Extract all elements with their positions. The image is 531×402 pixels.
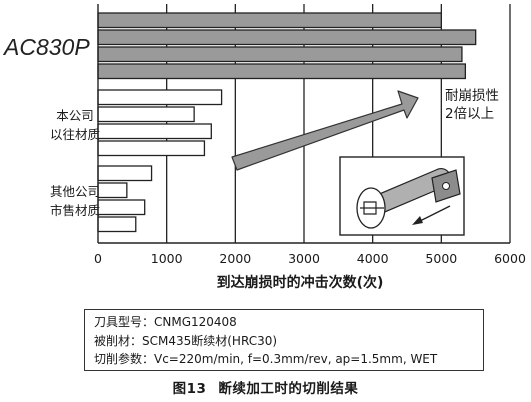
group-label: 其他公司	[50, 184, 100, 199]
bar	[97, 106, 195, 123]
figure-title: 断续加工时的切削结果	[218, 381, 359, 397]
figure-caption: 图13 断续加工时的切削结果	[0, 377, 531, 397]
group-label-ac830p: AC830P	[2, 34, 90, 60]
x-tick-label: 3000	[288, 251, 320, 266]
bar	[97, 140, 206, 157]
x-tick-label: 5000	[425, 251, 457, 266]
bar	[97, 29, 477, 46]
group-label: 本公司	[56, 108, 94, 123]
test-conditions-box: 刀具型号：CNMG120408 被削材：SCM435断续材(HRC30) 切削参…	[84, 309, 484, 371]
x-tick-label: 4000	[357, 251, 389, 266]
x-tick-label: 2000	[219, 251, 251, 266]
bar	[97, 165, 153, 182]
bar	[97, 46, 463, 63]
annotation-text: 2倍以上	[445, 106, 494, 122]
figure-number: 图13	[172, 381, 207, 397]
bar	[97, 199, 146, 216]
x-tick-label: 0	[94, 251, 102, 266]
feed-arrow-head-icon	[412, 216, 423, 225]
x-axis-title: 到达崩损时的冲击次数(次)	[217, 274, 384, 291]
feed-arrow-line	[417, 205, 451, 223]
workpiece-slot	[363, 201, 377, 215]
improvement-arrow	[231, 90, 419, 171]
bar	[97, 63, 467, 80]
bar	[97, 182, 128, 199]
x-tick-label: 1000	[151, 251, 183, 266]
bar	[97, 12, 442, 29]
x-tick-label: 6000	[494, 251, 526, 266]
bar	[97, 89, 223, 106]
bar	[97, 216, 137, 233]
group-label: 以往材质	[50, 127, 100, 142]
annotation-text: 耐崩损性	[445, 88, 499, 104]
condition-workpiece: 被削材：SCM435断续材(HRC30)	[94, 333, 278, 348]
condition-tool-type: 刀具型号：CNMG120408	[94, 315, 237, 329]
insert-hole	[442, 182, 450, 190]
condition-cutting-params: 切削参数：Vc=220m/min, f=0.3mm/rev, ap=1.5mm,…	[94, 352, 438, 366]
bar	[97, 123, 212, 140]
group-label: 市售材质	[50, 203, 100, 218]
